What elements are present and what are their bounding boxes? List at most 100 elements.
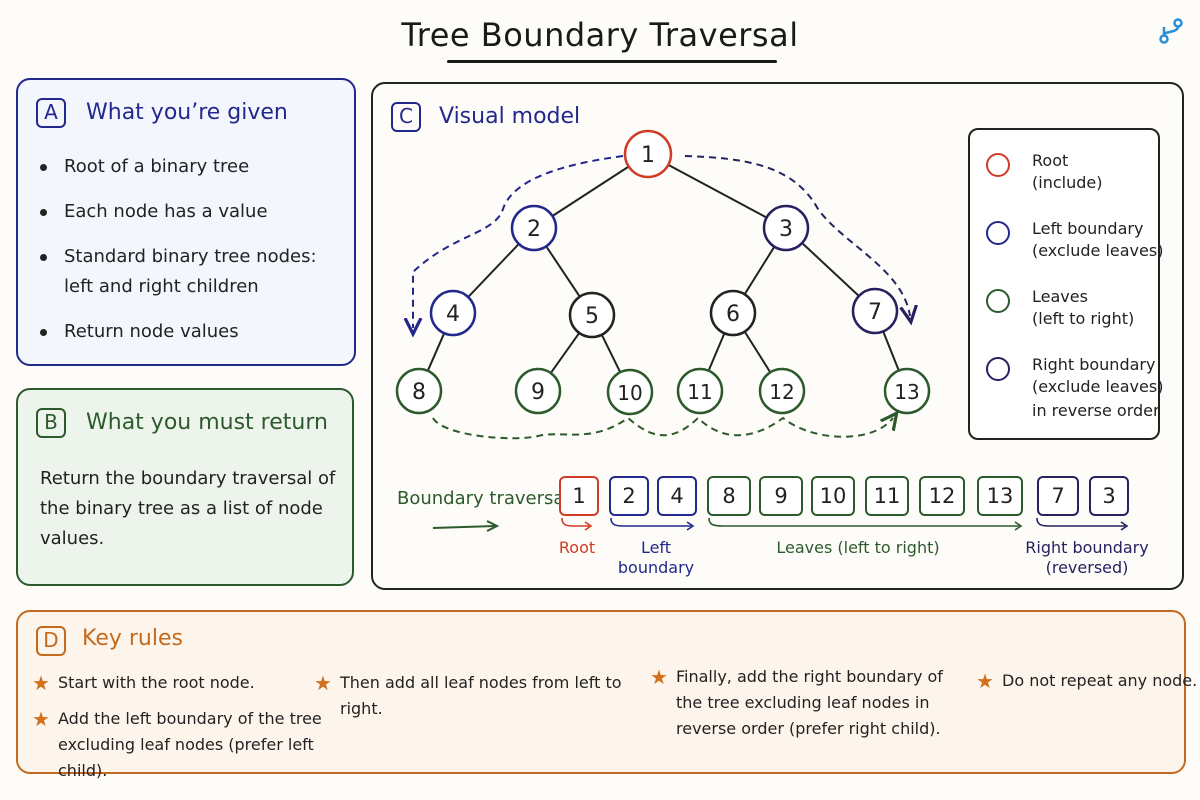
star-icon: ★ (32, 707, 50, 731)
tree-edge (551, 165, 631, 217)
tree-node-9: 9 (514, 367, 562, 415)
tree-node-label: 5 (585, 304, 599, 329)
tree-node-circle (510, 204, 558, 252)
tree-node-circle (883, 367, 931, 415)
tree-edge (743, 331, 772, 373)
tree-edge (426, 332, 446, 372)
traversal-item: 10 (811, 476, 855, 516)
panel-c-badge: C (391, 102, 421, 132)
legend-sub: in reverse order (1032, 401, 1160, 420)
tree-node-circle (709, 289, 757, 337)
traversal-item: 2 (609, 476, 649, 516)
rule-text: Start with the root node. (58, 673, 255, 692)
tree-node-1: 1 (623, 129, 673, 179)
star-icon: ★ (976, 669, 994, 693)
tree-node-label: 6 (726, 302, 740, 327)
tree-node-circle (568, 291, 616, 339)
legend-label: Leaves (1032, 287, 1088, 306)
traversal-item: 11 (865, 476, 909, 516)
tree-edge (545, 245, 581, 298)
caption-root: Root (558, 538, 596, 557)
traversal-item: 7 (1037, 476, 1079, 516)
traversal-label: Boundary traversal: (397, 488, 576, 509)
panel-b-badge: B (36, 408, 66, 438)
given-item: Return node values (38, 317, 334, 347)
tree-node-circle (514, 367, 562, 415)
rule-text: Then add all leaf nodes from left to rig… (340, 673, 622, 718)
traversal-item: 1 (559, 476, 599, 516)
tree-edge (743, 246, 776, 295)
tree-node-label: 11 (687, 380, 712, 404)
legend: Root (include) Left boundary (exclude le… (968, 128, 1164, 440)
tree-node-label: 3 (779, 217, 793, 242)
tree-node-5: 5 (568, 291, 616, 339)
tree-node-circle (623, 129, 673, 179)
panel-a-badge: A (36, 98, 66, 128)
traversal-item: 13 (977, 476, 1023, 516)
legend-sub: (left to right) (1032, 309, 1135, 328)
tree-edge (666, 163, 768, 219)
traversal-arrow-icon (432, 520, 500, 532)
tree-node-circle (395, 367, 443, 415)
star-icon: ★ (314, 671, 332, 695)
legend-label: Root (1032, 151, 1069, 170)
tree-edge (882, 331, 900, 371)
tree-node-circle (851, 287, 899, 335)
return-panel: B What you must return Return the bounda… (16, 388, 354, 586)
star-icon: ★ (650, 665, 668, 689)
given-item: Root of a binary tree (38, 152, 334, 182)
return-description: Return the boundary traversal of the bin… (40, 468, 336, 549)
given-list: Root of a binary tree Each node has a va… (38, 152, 334, 362)
branch-icon[interactable] (1156, 16, 1186, 46)
tree-node-label: 10 (617, 381, 642, 405)
traversal-brackets (561, 517, 1129, 531)
page-title: Tree Boundary Traversal (401, 16, 799, 54)
leaves-arrow (432, 418, 893, 440)
panel-c-heading: Visual model (439, 104, 581, 129)
tree-edge (600, 334, 622, 373)
tree-node-7: 7 (851, 287, 899, 335)
panel-d-heading: Key rules (82, 626, 183, 651)
tree-node-circle (758, 367, 806, 415)
tree-node-label: 2 (527, 217, 541, 242)
given-panel: A What you’re given Root of a binary tre… (16, 78, 356, 366)
tree-edge (801, 242, 860, 297)
tree-node-circle (429, 289, 477, 337)
tree-node-10: 10 (606, 368, 654, 416)
legend-label: Right boundary (1032, 355, 1156, 374)
tree-node-label: 4 (446, 302, 460, 327)
traversal-item: 8 (707, 476, 751, 516)
caption-right-boundary: Right boundary (1025, 538, 1149, 557)
legend-sub: (exclude leaves) (1032, 241, 1164, 260)
caption-right-boundary-sub: (reversed) (1045, 558, 1129, 577)
panel-d-badge: D (36, 626, 66, 656)
legend-circle-purple (986, 357, 1010, 381)
legend-sub: (include) (1032, 173, 1103, 192)
tree-node-circle (762, 204, 810, 252)
legend-circle-blue (986, 221, 1010, 245)
legend-sub: (exclude leaves) (1032, 377, 1164, 396)
traversal-item: 12 (919, 476, 965, 516)
title-underline (447, 60, 777, 63)
tree-node-label: 1 (641, 143, 655, 168)
tree-node-label: 7 (868, 300, 882, 325)
tree-node-2: 2 (510, 204, 558, 252)
right-boundary-arrow (684, 155, 910, 316)
legend-circle-green (986, 289, 1010, 313)
tree-node-circle (676, 367, 724, 415)
tree-node-circle (606, 368, 654, 416)
key-rules-panel: D Key rules ★ Start with the root node. … (16, 610, 1197, 780)
tree-node-4: 4 (429, 289, 477, 337)
panel-b-heading: What you must return (86, 410, 328, 435)
tree-edge (707, 332, 726, 372)
legend-label: Left boundary (1032, 219, 1144, 238)
traversal-item: 3 (1089, 476, 1129, 516)
caption-leaves: Leaves (left to right) (776, 538, 940, 557)
tree-node-label: 9 (531, 380, 545, 405)
panel-a-heading: What you’re given (86, 100, 288, 125)
given-item: Standard binary tree nodes: left and rig… (38, 242, 334, 302)
tree-node-13: 13 (883, 367, 931, 415)
rule-text: Finally, add the right boundary of the t… (676, 667, 943, 738)
